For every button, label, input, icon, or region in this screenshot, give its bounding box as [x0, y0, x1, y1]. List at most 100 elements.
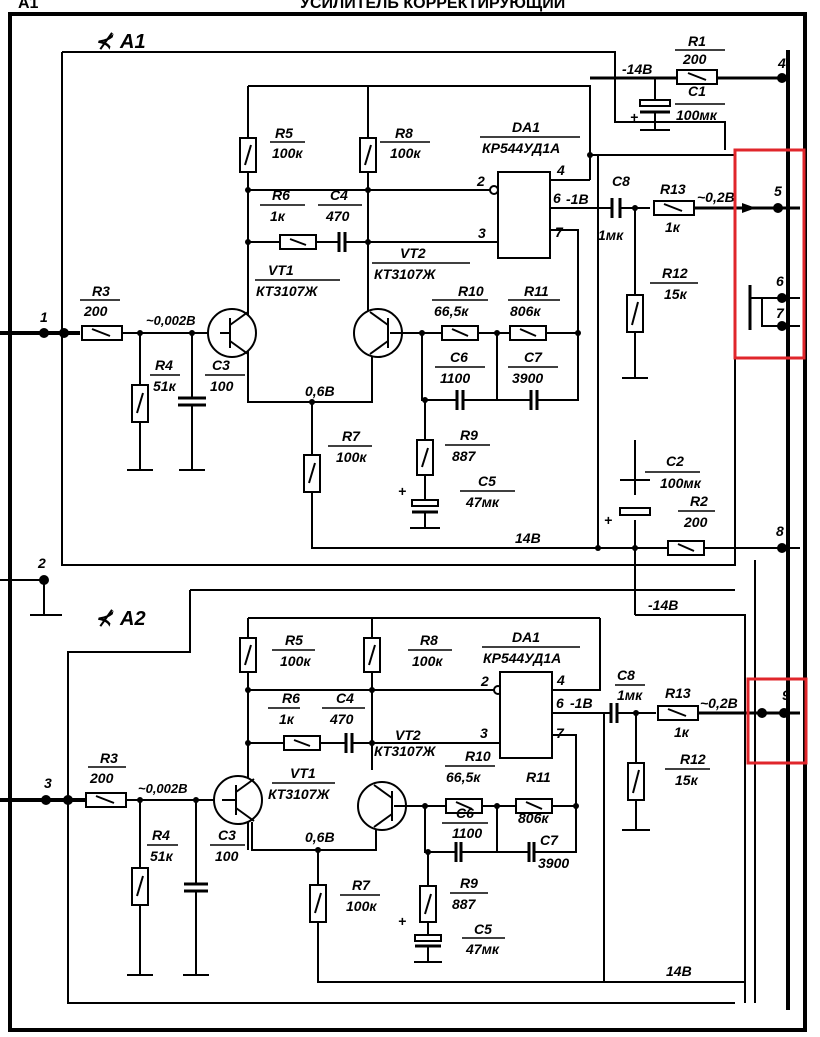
a2-c8-value: 1мк — [617, 687, 643, 703]
a2-junction — [757, 708, 767, 718]
a2-emitter-voltage: 0,6В — [305, 829, 335, 845]
a1-c1-capacitor — [639, 99, 671, 107]
a1-r12-lead — [622, 208, 648, 379]
a1-r12-ref: R12 — [662, 265, 688, 281]
a2-r13-mark — [667, 708, 687, 717]
a2-r8-value: 100к — [412, 653, 443, 669]
a1-r10-value: 66,5к — [434, 303, 469, 319]
a1-c8-ref: C8 — [612, 173, 630, 189]
a1-vt1-symbol — [220, 311, 249, 355]
a1-c2-polarity: + — [604, 512, 612, 528]
pin-3-dot[interactable] — [41, 795, 51, 805]
a1-r9-value: 887 — [452, 448, 477, 464]
a1-r1-ref: R1 — [688, 33, 706, 49]
a1-r9-ref: R9 — [460, 427, 478, 443]
a1-c5-ref: C5 — [478, 473, 496, 489]
a1-c2-value: 100мк — [660, 475, 702, 491]
a2-junction — [369, 687, 375, 693]
a1-c5-value: 47мк — [465, 494, 500, 510]
a2-junction — [633, 710, 639, 716]
pin-2-dot[interactable] — [39, 575, 49, 585]
a2-r7-value: 100к — [346, 898, 377, 914]
a1-vt2-ref: VT2 — [400, 245, 426, 261]
a2-c7-capacitor — [527, 842, 536, 862]
a1-c3-capacitor — [178, 396, 206, 407]
a2-c8-ref: C8 — [617, 667, 635, 683]
pin-5-dot[interactable] — [773, 203, 783, 213]
a2-junction — [193, 797, 199, 803]
a2-r4-mark — [136, 875, 144, 897]
a1-c5-polarity: + — [398, 483, 406, 499]
a1-junction — [137, 330, 143, 336]
a1-da1-pin7: 7 — [555, 224, 564, 240]
a2-r8-ref: R8 — [420, 632, 438, 648]
a2-r9-value: 887 — [452, 896, 477, 912]
a1-vt1-ref: VT1 — [268, 262, 294, 278]
a1-opamp-inverting-input — [489, 185, 499, 195]
a2-enclosure — [67, 589, 735, 1004]
a1-da1-pin4: 4 — [556, 162, 565, 178]
a1-r1-value: 200 — [682, 51, 707, 67]
a2-r13-ref: R13 — [665, 685, 691, 701]
a1-junction — [189, 330, 195, 336]
a1-r9-mark — [421, 447, 429, 468]
a1-r3-value: 200 — [83, 303, 108, 319]
pin-1-dot[interactable] — [39, 328, 49, 338]
a2-c5-capacitor — [414, 934, 442, 942]
a2-r11-ref: R11 — [526, 769, 551, 785]
a2-c3-lead — [183, 800, 209, 976]
a2-opamp-out-voltage: -1В — [570, 695, 593, 711]
a2-da1-ref: DA1 — [512, 629, 540, 645]
a1-junction — [632, 205, 638, 211]
a1-c2-lead — [597, 155, 636, 615]
a1-c2-capacitor — [619, 507, 651, 516]
a1-r4-ref: R4 — [155, 357, 173, 373]
a2-r12-lead — [622, 713, 650, 831]
a2-output-voltage: ~0,2В — [700, 695, 738, 711]
a1-c8-capacitor — [610, 198, 622, 218]
a1-label: A1 — [119, 31, 146, 53]
a1-c3-lead — [179, 333, 205, 471]
a1-r10-mark — [451, 328, 469, 337]
a1-r5-mark — [244, 144, 252, 166]
a2-r4-value: 51к — [150, 848, 174, 864]
a2-vt1-value: КТ3107Ж — [268, 786, 330, 802]
a1-c2-ref: C2 — [666, 453, 684, 469]
a1-r8-mark — [364, 144, 372, 166]
a1-r3-mark — [91, 328, 111, 337]
a2-c4-capacitor — [344, 733, 354, 753]
a2-c4-value: 470 — [329, 711, 354, 727]
a1-r6-ref: R6 — [272, 187, 290, 203]
pin-4-label: 4 — [777, 55, 786, 71]
a1-r5-ref: R5 — [275, 125, 293, 141]
pin-6-7-trace — [750, 297, 800, 327]
a2-label: A2 — [119, 608, 146, 630]
a2-da1-pin4: 4 — [556, 672, 565, 688]
a1-junction — [245, 239, 251, 245]
pin-6-dot[interactable] — [777, 293, 787, 303]
a1-r13-value: 1к — [665, 219, 681, 235]
pin-8-dot[interactable] — [777, 543, 787, 553]
a2-marker-label: ⊀ — [95, 608, 114, 630]
a1-r4-value: 51к — [153, 378, 177, 394]
pin-3-label: 3 — [44, 775, 52, 791]
a1-r11-value: 806к — [510, 303, 541, 319]
pin-7-dot[interactable] — [777, 321, 787, 331]
pin-8-label: 8 — [776, 523, 784, 539]
a1-top-rail — [248, 85, 591, 180]
a1-r6-mark — [289, 238, 307, 246]
a1-r2-mark — [677, 543, 695, 552]
a1-r11-ref: R11 — [524, 283, 549, 299]
a1-r4-mark — [136, 392, 144, 414]
a2-junction — [137, 797, 143, 803]
a2-da1-pin6: 6 — [556, 695, 564, 711]
highlight-box-pins-5-7 — [733, 148, 806, 360]
a2-r7-mark — [314, 892, 322, 914]
a2-supply-neg-label: -14В — [648, 597, 678, 613]
a2-c3-value: 100 — [215, 848, 239, 864]
a1-r7-value: 100к — [336, 449, 367, 465]
a1-junction — [245, 187, 251, 193]
a1-input-voltage: ~0,002В — [146, 313, 196, 328]
pin-4-dot[interactable] — [777, 73, 787, 83]
